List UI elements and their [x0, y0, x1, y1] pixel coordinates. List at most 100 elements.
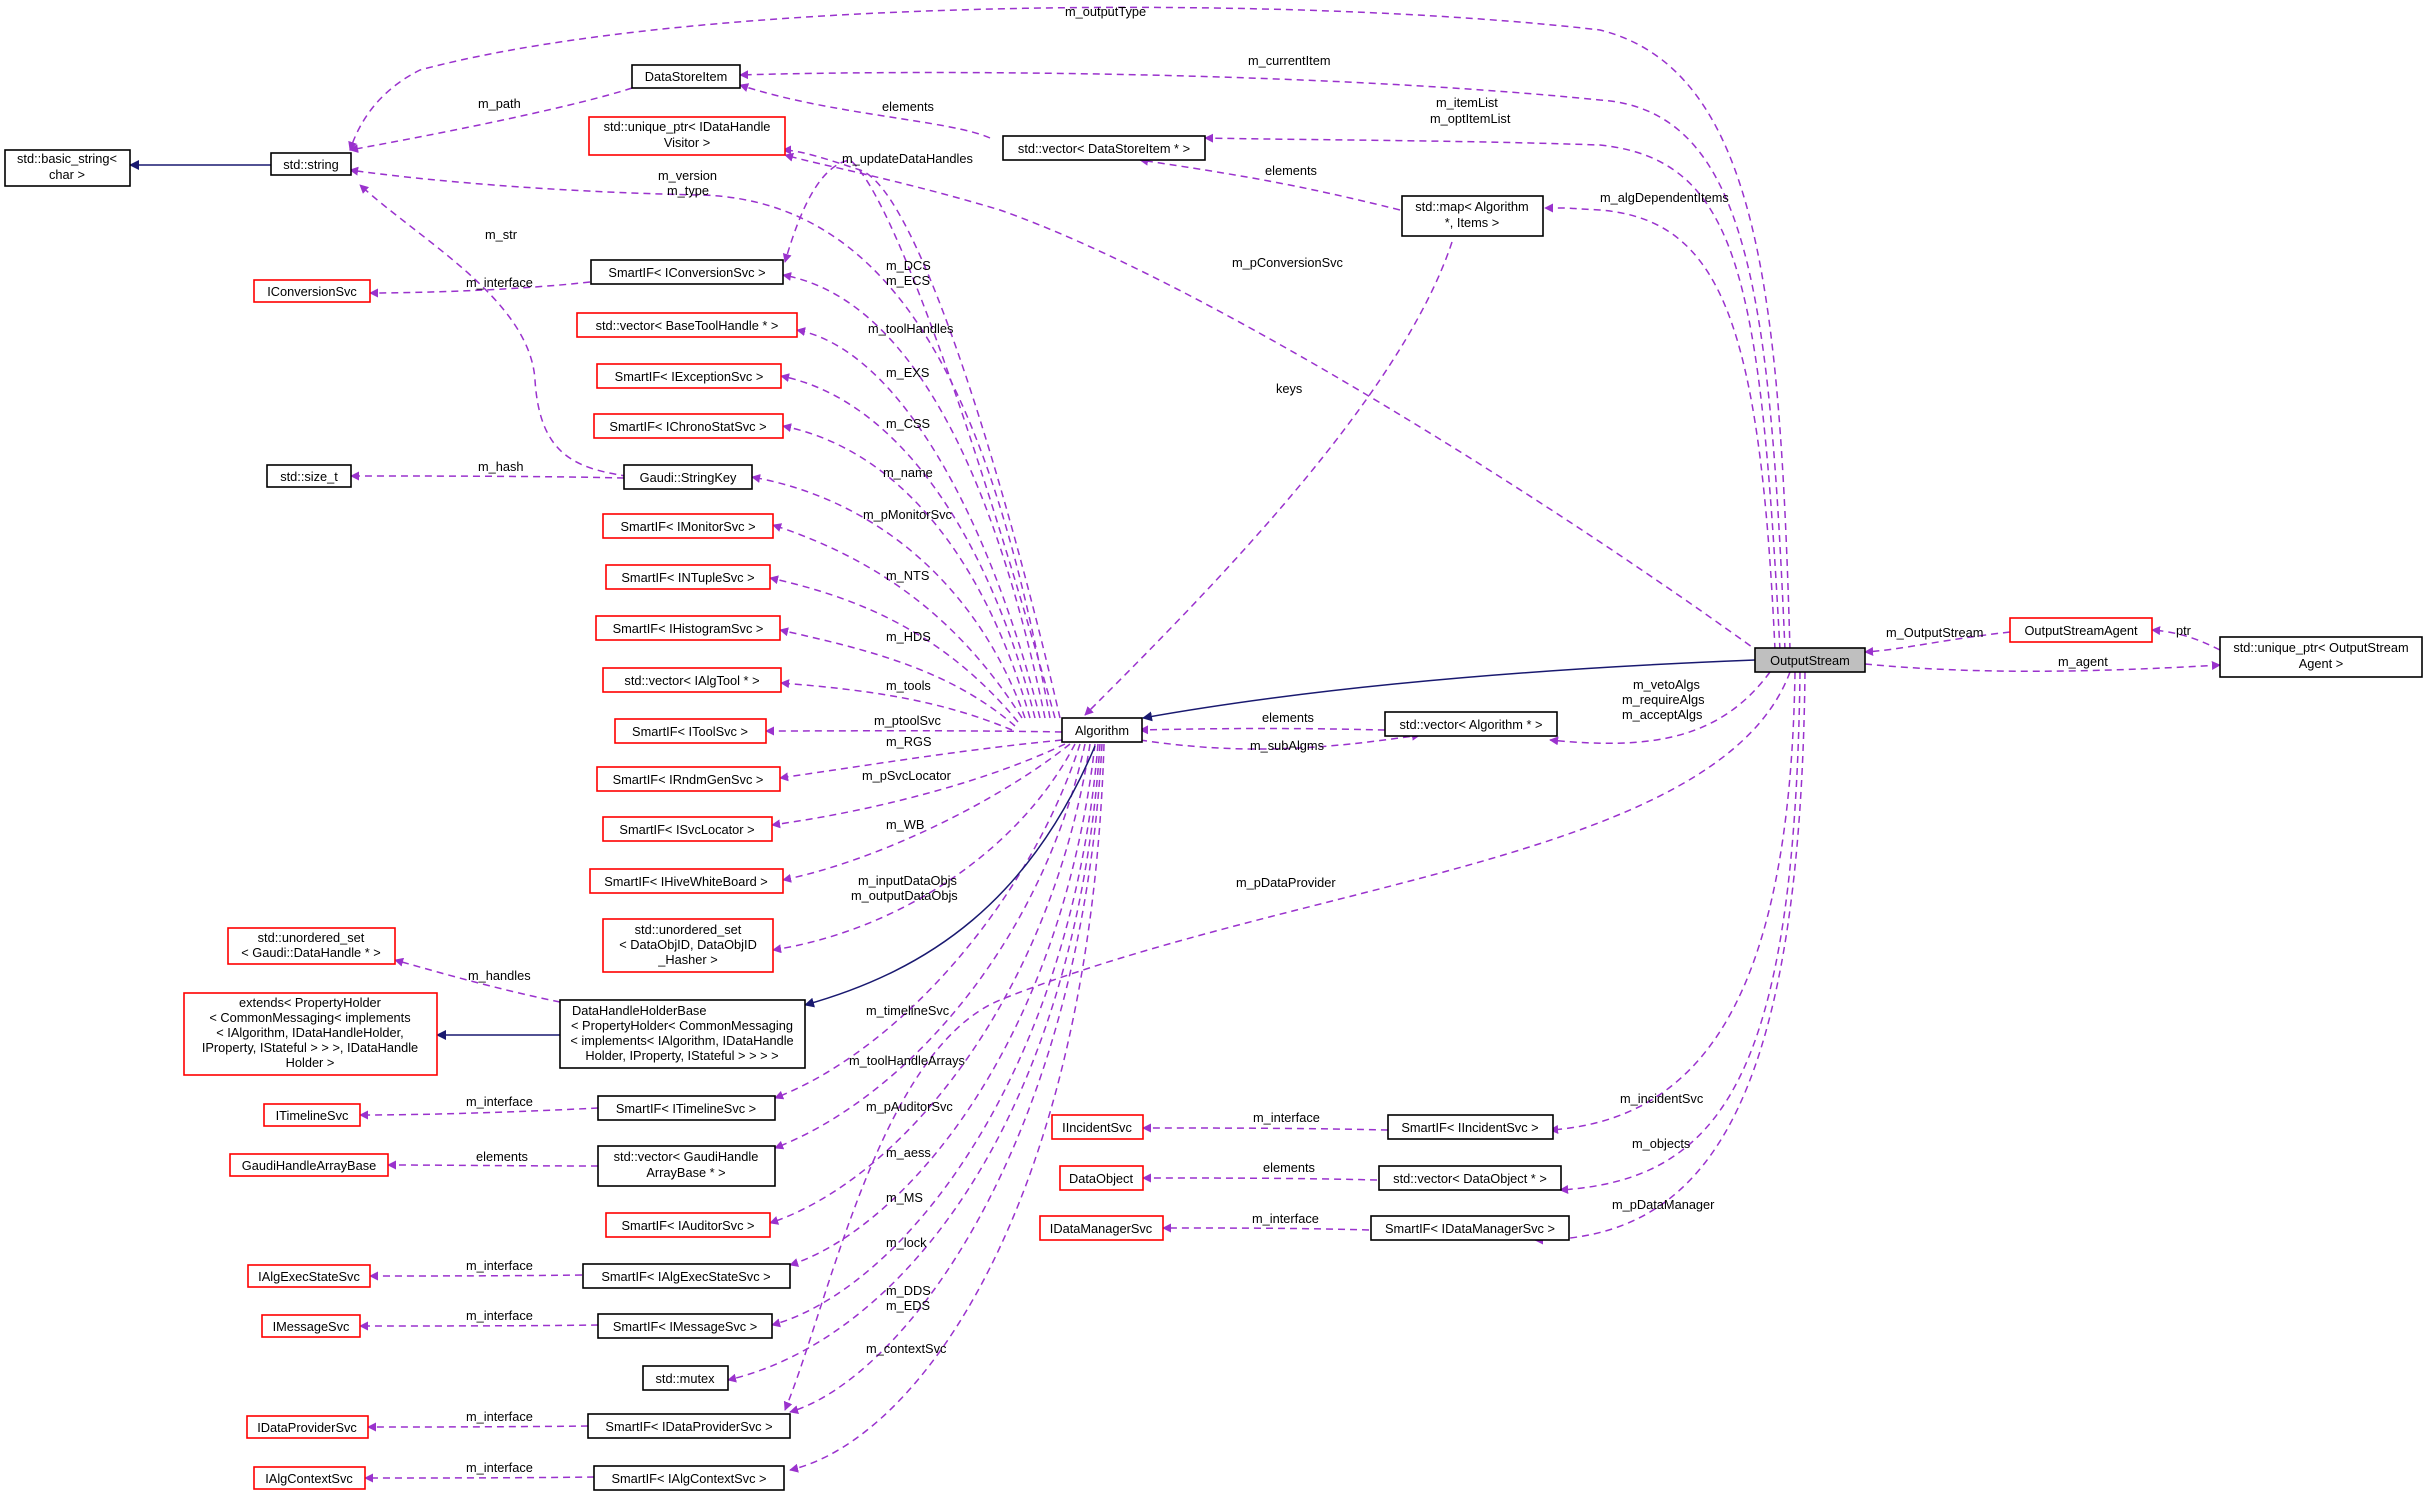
node-dataobject[interactable]: DataObject: [1059, 1165, 1144, 1191]
svg-text:std::vector< DataStoreItem * >: std::vector< DataStoreItem * >: [1018, 141, 1190, 156]
node-iincidentsvc[interactable]: IIncidentSvc: [1051, 1114, 1144, 1140]
node-smartif-ihistogramsvc[interactable]: SmartIF< IHistogramSvc >: [595, 615, 781, 641]
edge-m-pmonitorsvc: m_pMonitorSvc: [772, 507, 1023, 719]
node-smartif-ialgexecstatesvc[interactable]: SmartIF< IAlgExecStateSvc >: [582, 1263, 791, 1289]
node-vector-algorithm[interactable]: std::vector< Algorithm * >: [1384, 711, 1558, 737]
svg-text:m_pAuditorSvc: m_pAuditorSvc: [866, 1099, 953, 1114]
node-smartif-iconversionsvc[interactable]: SmartIF< IConversionSvc >: [590, 259, 784, 285]
svg-text:m_interface: m_interface: [466, 275, 533, 290]
node-idatamanagersvc[interactable]: IDataManagerSvc: [1039, 1215, 1164, 1241]
svg-text:m_handles: m_handles: [468, 968, 531, 983]
node-smartif-itimelinesvc[interactable]: SmartIF< ITimelineSvc >: [597, 1095, 776, 1121]
node-outputstreamagent[interactable]: OutputStreamAgent: [2009, 617, 2153, 643]
node-smartif-imessagesvc[interactable]: SmartIF< IMessageSvc >: [597, 1313, 773, 1339]
svg-text:SmartIF< IDataManagerSvc >: SmartIF< IDataManagerSvc >: [1385, 1221, 1555, 1236]
svg-text:m_incidentSvc: m_incidentSvc: [1620, 1091, 1704, 1106]
label-m-version: m_version m_type: [658, 168, 721, 198]
edge-keys: keys: [1084, 241, 1453, 716]
label-m-dds: m_DDS m_EDS: [886, 1283, 934, 1313]
node-datahandleholderbase[interactable]: DataHandleHolderBase < PropertyHolder< C…: [559, 999, 806, 1069]
node-smartif-isvclocator[interactable]: SmartIF< ISvcLocator >: [602, 816, 773, 842]
svg-text:std::size_t: std::size_t: [280, 469, 338, 484]
node-unique-ptr-outputstreamagent[interactable]: std::unique_ptr< OutputStream Agent >: [2219, 636, 2423, 678]
node-itimelinesvc[interactable]: ITimelineSvc: [263, 1103, 361, 1127]
node-std-mutex[interactable]: std::mutex: [642, 1365, 729, 1391]
node-iconversionsvc[interactable]: IConversionSvc: [253, 279, 371, 303]
svg-text:m_str: m_str: [485, 227, 518, 242]
node-vector-ialgtool[interactable]: std::vector< IAlgTool * >: [602, 667, 782, 693]
edge-m-outputstream: m_OutputStream: [1864, 625, 2011, 657]
edge-m-hds: m_HDS: [779, 627, 1016, 727]
edge-m-css: m_CSS: [782, 416, 1031, 719]
node-smartif-idatamanagersvc[interactable]: SmartIF< IDataManagerSvc >: [1370, 1215, 1570, 1241]
svg-text:m_interface: m_interface: [466, 1409, 533, 1424]
svg-text:SmartIF< IAuditorSvc >: SmartIF< IAuditorSvc >: [622, 1218, 755, 1233]
node-algorithm[interactable]: Algorithm: [1061, 717, 1143, 743]
svg-text:IDataProviderSvc: IDataProviderSvc: [257, 1420, 357, 1435]
node-smartif-irndmgensvc[interactable]: SmartIF< IRndmGenSvc >: [596, 766, 781, 792]
node-outputstream[interactable]: OutputStream: [1754, 647, 1866, 673]
node-vector-gaudihandlearraybase[interactable]: std::vector< GaudiHandle ArrayBase * >: [597, 1145, 776, 1187]
svg-text:m_aess: m_aess: [886, 1145, 931, 1160]
node-smartif-ichronostatsvc[interactable]: SmartIF< IChronoStatSvc >: [593, 413, 784, 439]
node-datastoreitem[interactable]: DataStoreItem: [631, 64, 741, 89]
svg-text:< IAlgorithm, IDataHandleHolde: < IAlgorithm, IDataHandleHolder,: [216, 1025, 403, 1040]
node-smartif-iauditorsvc[interactable]: SmartIF< IAuditorSvc >: [605, 1212, 771, 1238]
node-vector-basetoolhandle[interactable]: std::vector< BaseToolHandle * >: [576, 312, 798, 338]
svg-text:std::string: std::string: [283, 157, 338, 172]
edge-m-interface-aes: m_interface: [369, 1258, 583, 1281]
edge-ptr: ptr: [2151, 623, 2221, 651]
svg-text:m_subAlgms: m_subAlgms: [1250, 738, 1324, 753]
svg-text:SmartIF< IIncidentSvc >: SmartIF< IIncidentSvc >: [1401, 1120, 1538, 1135]
svg-text:elements: elements: [1265, 163, 1317, 178]
node-vector-dataobject[interactable]: std::vector< DataObject * >: [1378, 1165, 1562, 1191]
node-unique-ptr-idatahandle-visitor[interactable]: std::unique_ptr< IDataHandle Visitor >: [588, 116, 786, 156]
edge-m-timelinesvc: m_timelineSvc: [774, 743, 1081, 1100]
svg-text:std::vector< BaseToolHandle *: std::vector< BaseToolHandle * >: [596, 318, 779, 333]
node-smartif-itoolsvc[interactable]: SmartIF< IToolSvc >: [614, 718, 767, 744]
svg-text:Visitor >: Visitor >: [664, 135, 710, 150]
node-smartif-ihivewhiteboard[interactable]: SmartIF< IHiveWhiteBoard >: [589, 868, 784, 894]
edge-elements-dsi: elements: [739, 83, 991, 139]
node-ialgcontextsvc[interactable]: IAlgContextSvc: [253, 1466, 366, 1490]
node-std-size-t[interactable]: std::size_t: [266, 464, 352, 488]
edge-m-updatedatahandles: m_updateDataHandles: [782, 145, 1061, 719]
edge-m-pdataprovider: m_pDataProvider: [783, 671, 1791, 1411]
node-extends-propertyholder[interactable]: extends< PropertyHolder < CommonMessagin…: [183, 992, 438, 1076]
node-smartif-ialgcontextsvc[interactable]: SmartIF< IAlgContextSvc >: [593, 1465, 785, 1491]
svg-text:SmartIF< IDataProviderSvc >: SmartIF< IDataProviderSvc >: [605, 1419, 772, 1434]
node-smartif-imonitorsvc[interactable]: SmartIF< IMonitorSvc >: [602, 513, 774, 539]
svg-text:m_agent: m_agent: [2058, 654, 2108, 669]
svg-text:m_RGS: m_RGS: [886, 734, 932, 749]
node-smartif-iexceptionsvc[interactable]: SmartIF< IExceptionSvc >: [596, 363, 782, 389]
node-idataprovidersvc[interactable]: IDataProviderSvc: [246, 1415, 369, 1439]
node-gaudi-stringkey[interactable]: Gaudi::StringKey: [623, 464, 753, 490]
node-map-algorithm-items[interactable]: std::map< Algorithm *, Items >: [1401, 195, 1544, 237]
svg-text:IAlgContextSvc: IAlgContextSvc: [265, 1471, 353, 1486]
node-gaudihandlearraybase[interactable]: GaudiHandleArrayBase: [229, 1153, 389, 1177]
edge-m-toolhandlearrays: m_toolHandleArrays: [774, 743, 1086, 1150]
node-basic-string[interactable]: std::basic_string< char >: [4, 149, 131, 187]
node-smartif-iincidentsvc[interactable]: SmartIF< IIncidentSvc >: [1387, 1114, 1554, 1140]
svg-text:m_pDataProvider: m_pDataProvider: [1236, 875, 1336, 890]
node-smartif-intuplesvc[interactable]: SmartIF< INTupleSvc >: [605, 564, 771, 590]
svg-text:< implements< IAlgorithm, IDat: < implements< IAlgorithm, IDataHandle: [570, 1033, 793, 1048]
edge-m-inputdataobjs: m_inputDataObjs m_outputDataObjs: [772, 743, 1076, 954]
svg-text:m_pSvcLocator: m_pSvcLocator: [862, 768, 952, 783]
svg-text:m_CSS: m_CSS: [886, 416, 930, 431]
node-vector-datastoreitem[interactable]: std::vector< DataStoreItem * >: [1002, 135, 1206, 161]
edge-m-dcs: m_DCS m_ECS: [782, 258, 1046, 719]
node-imessagesvc[interactable]: IMessageSvc: [261, 1314, 361, 1338]
node-unordered-set-dataobjid[interactable]: std::unordered_set < DataObjID, DataObjI…: [602, 918, 774, 973]
node-unordered-set-datahandle[interactable]: std::unordered_set < Gaudi::DataHandle *…: [227, 927, 396, 965]
svg-text:OutputStream: OutputStream: [1770, 653, 1850, 668]
svg-text:std::unique_ptr< IDataHandle: std::unique_ptr< IDataHandle: [604, 119, 771, 134]
svg-text:std::unique_ptr< OutputStream: std::unique_ptr< OutputStream: [2233, 640, 2408, 655]
edge-m-nts: m_NTS: [769, 568, 1019, 723]
node-smartif-idataprovidersvc[interactable]: SmartIF< IDataProviderSvc >: [587, 1413, 791, 1439]
node-ialgexecstatesvc[interactable]: IAlgExecStateSvc: [247, 1264, 371, 1288]
edge-m-name: m_name: [751, 465, 1026, 719]
node-std-string[interactable]: std::string: [270, 152, 352, 176]
edge-m-handles: m_handles: [394, 957, 561, 1003]
